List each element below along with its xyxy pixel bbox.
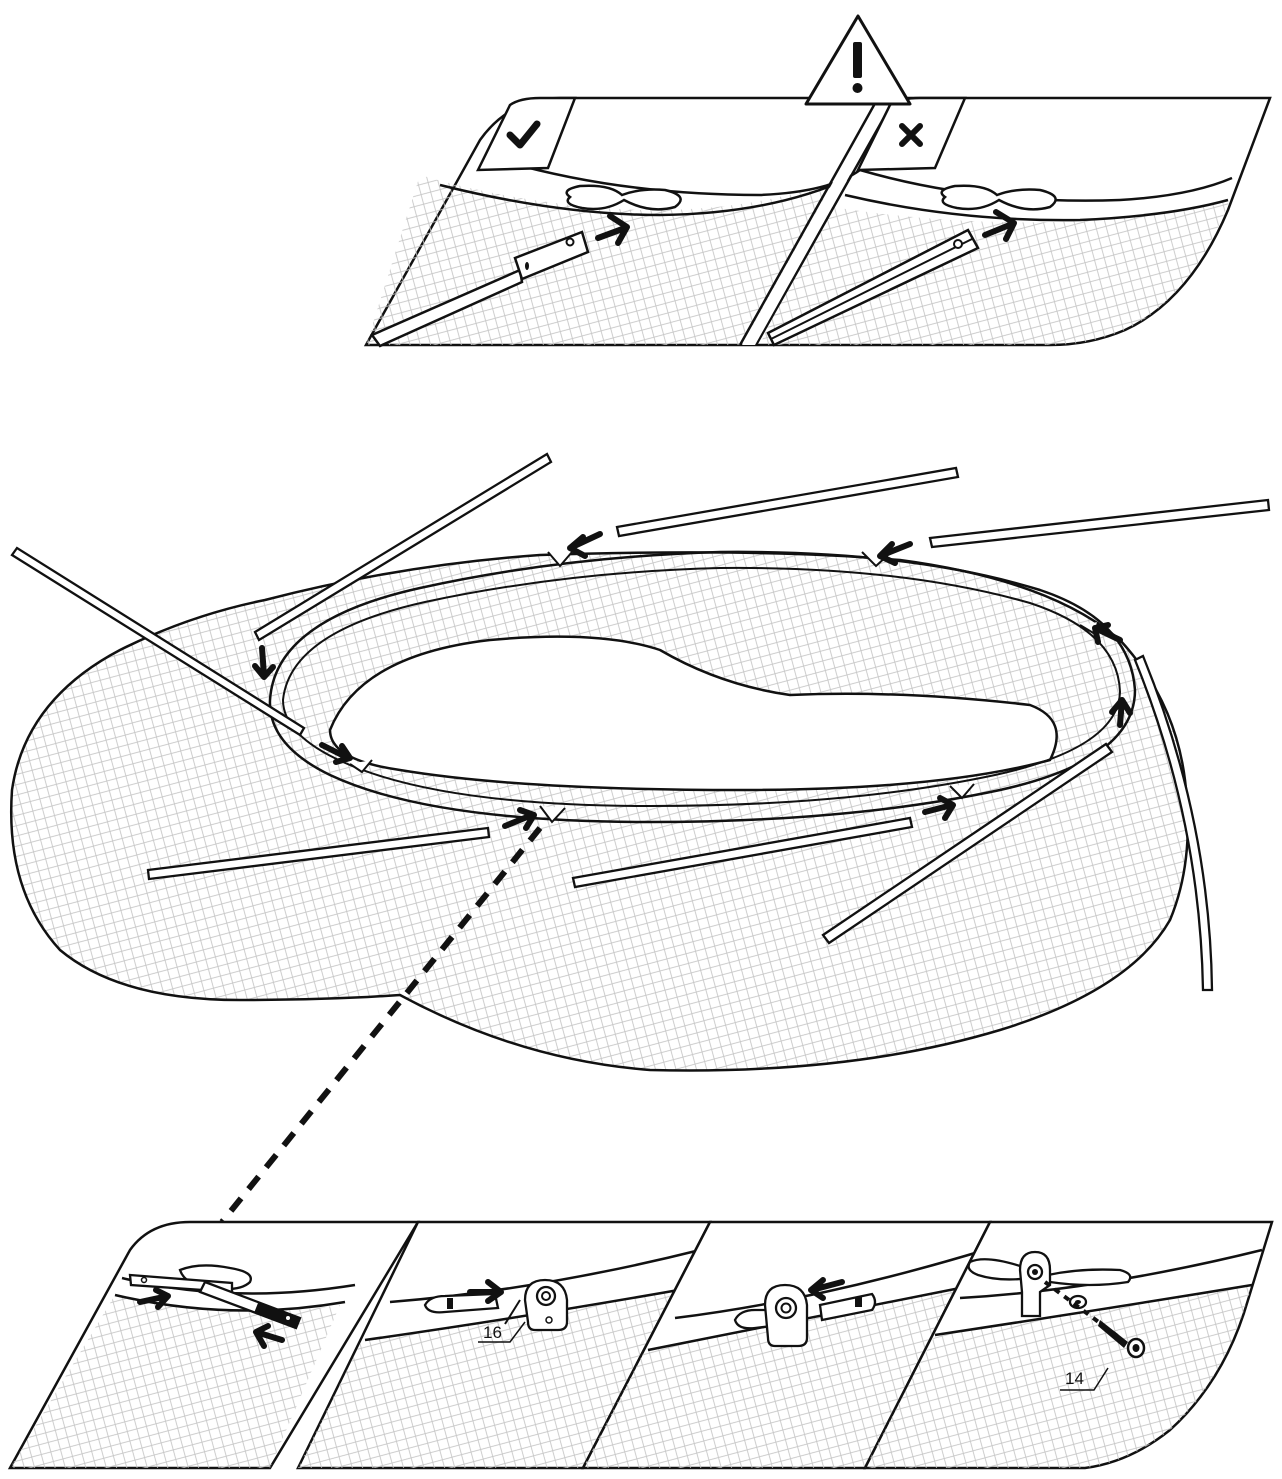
right-insert-arrow xyxy=(982,209,1017,242)
left-tube-slot xyxy=(525,262,529,270)
right-panel-rail xyxy=(844,168,1233,222)
insert-arrow xyxy=(1092,622,1123,645)
insert-arrow xyxy=(567,531,603,559)
rail-tube-end xyxy=(423,1292,500,1314)
rail-tube xyxy=(1133,654,1214,992)
bottom-detail-panels: 16 xyxy=(7,1220,1274,1470)
cross-icon xyxy=(899,123,923,147)
rail-tube xyxy=(571,816,914,889)
insert-arrow xyxy=(137,1287,171,1310)
rail-tube xyxy=(253,452,553,642)
rail-joint xyxy=(539,805,566,824)
left-panel-mesh xyxy=(366,175,850,345)
t-joint-connector xyxy=(1018,1250,1052,1318)
top-rail-ring xyxy=(268,550,1137,824)
insert-arrow xyxy=(808,1277,845,1301)
warning-triangle-icon xyxy=(804,14,912,106)
insert-arrow xyxy=(319,742,353,765)
detail-step-1 xyxy=(7,1220,421,1470)
rail-tube xyxy=(146,826,491,881)
left-insert-arrow xyxy=(595,213,630,246)
left-tube xyxy=(370,268,524,348)
left-tube-hole xyxy=(565,237,575,247)
screw-leader xyxy=(1043,1280,1122,1340)
right-panel-mesh xyxy=(760,200,1230,345)
pool-assembly xyxy=(10,452,1271,1224)
right-tube-hole xyxy=(953,239,963,249)
part-number-16: 16 xyxy=(483,1323,502,1342)
part-number-14: 14 xyxy=(1065,1369,1084,1388)
callout-leader-16 xyxy=(478,1321,526,1343)
insert-arrow xyxy=(252,645,276,680)
rail-tube xyxy=(615,466,960,538)
top-comparison-panels xyxy=(363,14,1272,348)
pool-opening xyxy=(328,635,1058,792)
insert-arrow xyxy=(922,795,956,821)
detail-leader-line xyxy=(219,826,543,1224)
detail-step-3 xyxy=(580,1220,993,1470)
rail-joint xyxy=(949,783,975,800)
left-strap-loop xyxy=(565,184,682,211)
rail-tube xyxy=(10,546,306,737)
rail-tube xyxy=(928,498,1271,549)
strap-loop xyxy=(1046,1268,1132,1287)
rail-joint xyxy=(547,551,573,568)
detail-step-2: 16 xyxy=(295,1220,713,1470)
rail-tube xyxy=(821,742,1114,945)
insert-arrow xyxy=(467,1279,504,1304)
rail-joint xyxy=(349,759,373,774)
checkmark-icon xyxy=(506,120,541,149)
insert-arrow xyxy=(502,807,537,831)
top-rail-ring-inner xyxy=(281,566,1122,808)
insert-arrow xyxy=(877,541,913,566)
screw xyxy=(1098,1320,1128,1348)
detail-step-4: 14 xyxy=(862,1220,1274,1470)
insert-arrow xyxy=(253,1323,285,1349)
insert-arrow xyxy=(1109,697,1133,728)
callout-leader-14 xyxy=(1060,1367,1109,1391)
right-strap-loop xyxy=(940,184,1057,211)
